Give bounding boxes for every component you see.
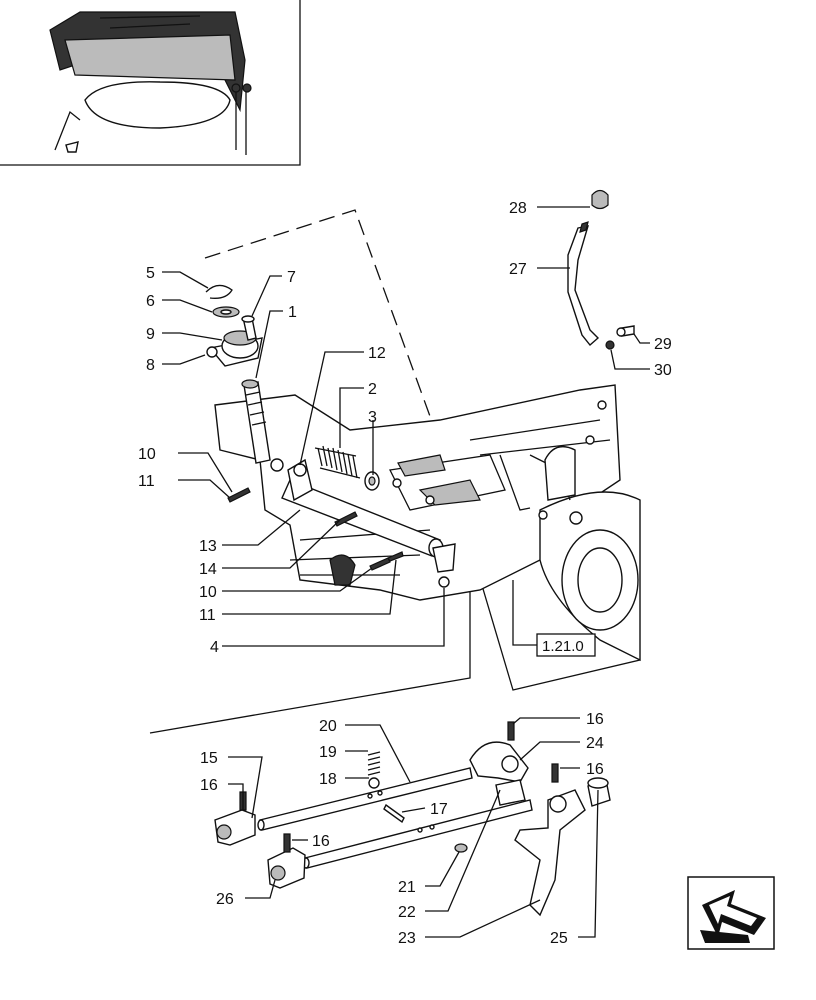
label-8: 8 <box>146 357 155 374</box>
label-9: 9 <box>146 326 155 343</box>
label-4: 4 <box>210 639 219 656</box>
label-16-top: 16 <box>586 711 604 728</box>
spring-2 <box>314 445 361 479</box>
part-labels: 5 6 9 8 7 1 12 2 3 10 11 13 14 10 11 4 2… <box>138 200 672 947</box>
label-10-lower: 10 <box>199 584 217 601</box>
label-19: 19 <box>319 744 337 761</box>
previous-page-arrow-icon[interactable] <box>687 876 775 950</box>
label-16-left: 16 <box>200 777 218 794</box>
label-16-mid: 16 <box>312 833 330 850</box>
shift-shaft-assembly <box>205 189 635 588</box>
label-22: 22 <box>398 904 416 921</box>
label-6: 6 <box>146 293 155 310</box>
label-29: 29 <box>654 336 672 353</box>
label-16-right: 16 <box>586 761 604 778</box>
label-26: 26 <box>216 891 234 908</box>
transmission-housing <box>214 384 641 662</box>
label-14: 14 <box>199 561 217 578</box>
label-17: 17 <box>430 801 448 818</box>
selector-rods-assembly <box>214 721 611 917</box>
leader-lines <box>162 206 650 938</box>
label-15: 15 <box>200 750 218 767</box>
label-1: 1 <box>288 304 297 321</box>
label-2: 2 <box>368 381 377 398</box>
reference-box: 1.21.0 <box>536 633 596 657</box>
label-28: 28 <box>509 200 527 217</box>
label-25: 25 <box>550 930 568 947</box>
label-24: 24 <box>586 735 604 752</box>
reference-label: 1.21.0 <box>542 638 584 655</box>
label-12: 12 <box>368 345 386 362</box>
label-23: 23 <box>398 930 416 947</box>
label-10-upper: 10 <box>138 446 156 463</box>
label-11-upper: 11 <box>138 473 155 490</box>
label-27: 27 <box>509 261 527 278</box>
label-20: 20 <box>319 718 337 735</box>
label-18: 18 <box>319 771 337 788</box>
label-30: 30 <box>654 362 672 379</box>
label-5: 5 <box>146 265 155 282</box>
label-21: 21 <box>398 879 416 896</box>
label-7: 7 <box>287 269 296 286</box>
label-13: 13 <box>199 538 217 555</box>
label-11-lower: 11 <box>199 607 216 624</box>
label-3: 3 <box>368 409 377 426</box>
tractor-location-thumbnail <box>0 0 301 166</box>
